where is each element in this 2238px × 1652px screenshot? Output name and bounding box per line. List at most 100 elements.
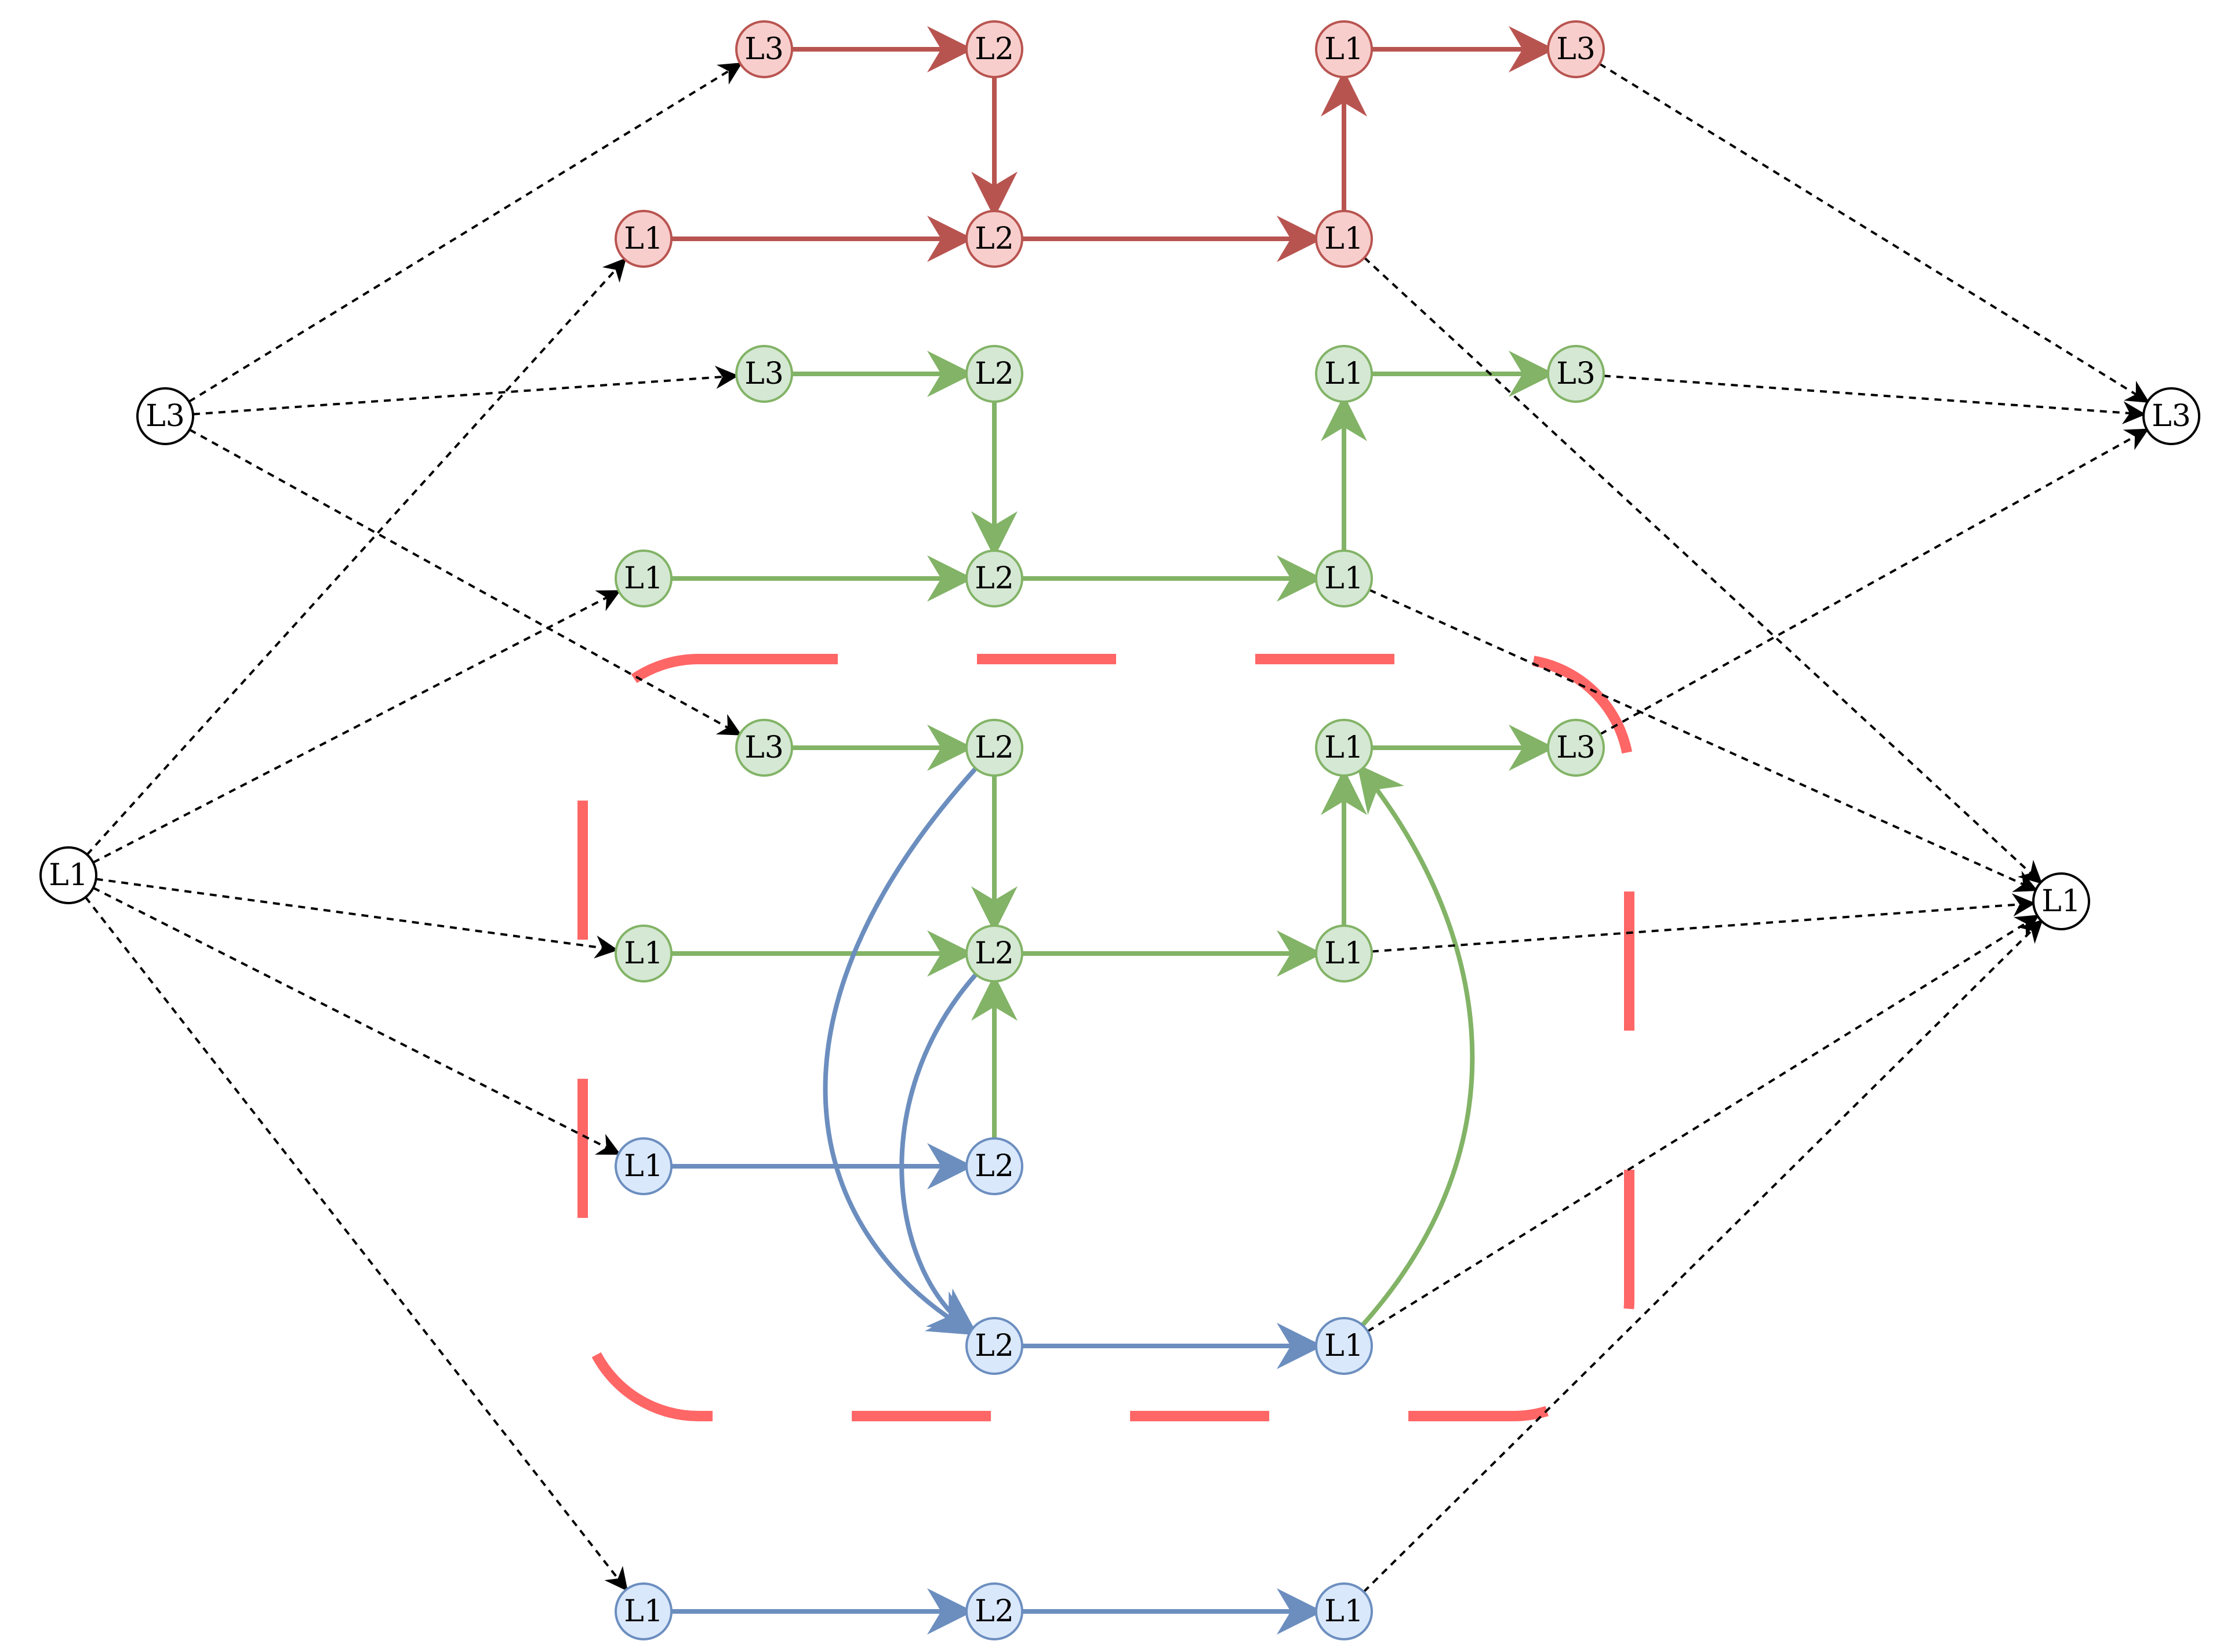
dashed-edge-r_g-to-dst_l1 <box>1363 257 2043 885</box>
dashed-edge-src_l1-to-g2_e <box>96 878 619 959</box>
node-g1_d: L3 <box>1547 345 1605 403</box>
node-label: L3 <box>2152 399 2191 434</box>
dashed-edge-b1_d-to-dst_l1 <box>1367 915 2040 1333</box>
node-g1_e: L1 <box>615 550 673 607</box>
dashed-edge-src_l1-to-g1_e <box>92 590 621 864</box>
node-label: L2 <box>975 561 1014 596</box>
node-circle <box>1315 925 1373 983</box>
node-circle <box>1315 210 1373 268</box>
node-circle <box>1315 1582 1373 1640</box>
node-r_c: L1 <box>1315 20 1373 78</box>
node-circle <box>1547 345 1605 403</box>
dashed-edge-src_l1-to-b2_a <box>84 896 628 1592</box>
node-g1_c: L1 <box>1315 345 1373 403</box>
node-b2_c: L1 <box>1315 1582 1373 1640</box>
node-label: L2 <box>975 1329 1014 1363</box>
node-circle <box>965 210 1023 268</box>
node-b1_c: L2 <box>965 1317 1023 1375</box>
node-circle <box>965 1317 1023 1375</box>
node-circle <box>2142 387 2200 445</box>
node-circle <box>735 345 793 403</box>
node-circle <box>965 550 1023 607</box>
node-r_d: L3 <box>1547 20 1605 78</box>
node-circle <box>615 925 673 983</box>
node-r_f: L2 <box>965 210 1023 268</box>
node-b1_d: L1 <box>1315 1317 1373 1375</box>
node-circle <box>1315 345 1373 403</box>
node-circle <box>735 20 793 78</box>
node-src_l1: L1 <box>39 846 97 904</box>
node-g2_e: L1 <box>615 925 673 983</box>
node-b1_b: L2 <box>965 1137 1023 1195</box>
node-label: L1 <box>49 858 88 893</box>
dashed-edge-g2_d-to-dst_l3 <box>1599 428 2149 736</box>
node-label: L1 <box>1324 356 1364 391</box>
node-label: L2 <box>975 356 1014 391</box>
node-b1_a: L1 <box>615 1137 673 1195</box>
node-label: L1 <box>624 1149 663 1184</box>
node-g1_f: L2 <box>965 550 1023 607</box>
dashed-edge-g1_d-to-dst_l3 <box>1603 374 2146 424</box>
node-g1_g: L1 <box>1315 550 1373 607</box>
node-g2_d: L3 <box>1547 719 1605 777</box>
node-circle <box>2032 872 2090 930</box>
node-g2_b: L2 <box>965 719 1023 777</box>
node-circle <box>39 846 97 904</box>
node-label: L1 <box>1324 561 1364 596</box>
node-label: L1 <box>624 221 663 256</box>
dashed-edge-src_l3-to-r_a <box>188 62 743 403</box>
node-b2_b: L2 <box>965 1582 1023 1640</box>
node-label: L3 <box>744 32 784 67</box>
node-circle <box>965 20 1023 78</box>
node-g1_a: L3 <box>735 345 793 403</box>
node-r_b: L2 <box>965 20 1023 78</box>
node-r_e: L1 <box>615 210 673 268</box>
edge-g2_b-to-b1_c <box>823 766 978 1336</box>
node-label: L1 <box>624 936 663 971</box>
node-label: L3 <box>744 356 784 391</box>
node-label: L2 <box>975 1594 1014 1629</box>
node-label: L1 <box>1324 730 1364 765</box>
node-label: L3 <box>1556 356 1596 391</box>
dashed-edge-src_l1-to-b1_a <box>92 886 621 1155</box>
dashed-edge-g1_g-to-dst_l1 <box>1368 588 2038 892</box>
edge-b1_d-to-g2_c <box>1357 764 1475 1327</box>
edges-layer <box>84 26 2150 1635</box>
dashed-edge-src_l1-to-r_e <box>86 257 627 856</box>
node-circle <box>615 1582 673 1640</box>
node-circle <box>1547 20 1605 78</box>
edge-g2_f-to-b1_c <box>899 973 978 1334</box>
dashed-edge-src_l3-to-g2_a <box>189 428 742 736</box>
node-g2_c: L1 <box>1315 719 1373 777</box>
node-circle <box>1315 719 1373 777</box>
node-src_l3: L3 <box>136 387 194 445</box>
node-label: L1 <box>1324 1594 1364 1629</box>
node-r_a: L3 <box>735 20 793 78</box>
node-label: L2 <box>975 221 1014 256</box>
node-g2_g: L1 <box>1315 925 1373 983</box>
node-label: L2 <box>975 936 1014 971</box>
node-g2_f: L2 <box>965 925 1023 983</box>
node-circle <box>965 345 1023 403</box>
node-label: L1 <box>624 561 663 596</box>
node-circle <box>965 719 1023 777</box>
node-circle <box>136 387 194 445</box>
node-label: L3 <box>146 399 185 434</box>
node-g2_a: L3 <box>735 719 793 777</box>
node-circle <box>1315 20 1373 78</box>
node-circle <box>1547 719 1605 777</box>
node-label: L2 <box>975 730 1014 765</box>
dashed-edge-src_l3-to-g1_a <box>192 365 739 416</box>
node-circle <box>965 925 1023 983</box>
node-label: L2 <box>975 32 1014 67</box>
node-label: L1 <box>1324 936 1364 971</box>
node-circle <box>1315 550 1373 607</box>
node-circle <box>615 1137 673 1195</box>
node-label: L2 <box>975 1149 1014 1184</box>
node-circle <box>1315 1317 1373 1375</box>
node-label: L3 <box>1556 32 1596 67</box>
node-circle <box>965 1137 1023 1195</box>
node-circle <box>735 719 793 777</box>
